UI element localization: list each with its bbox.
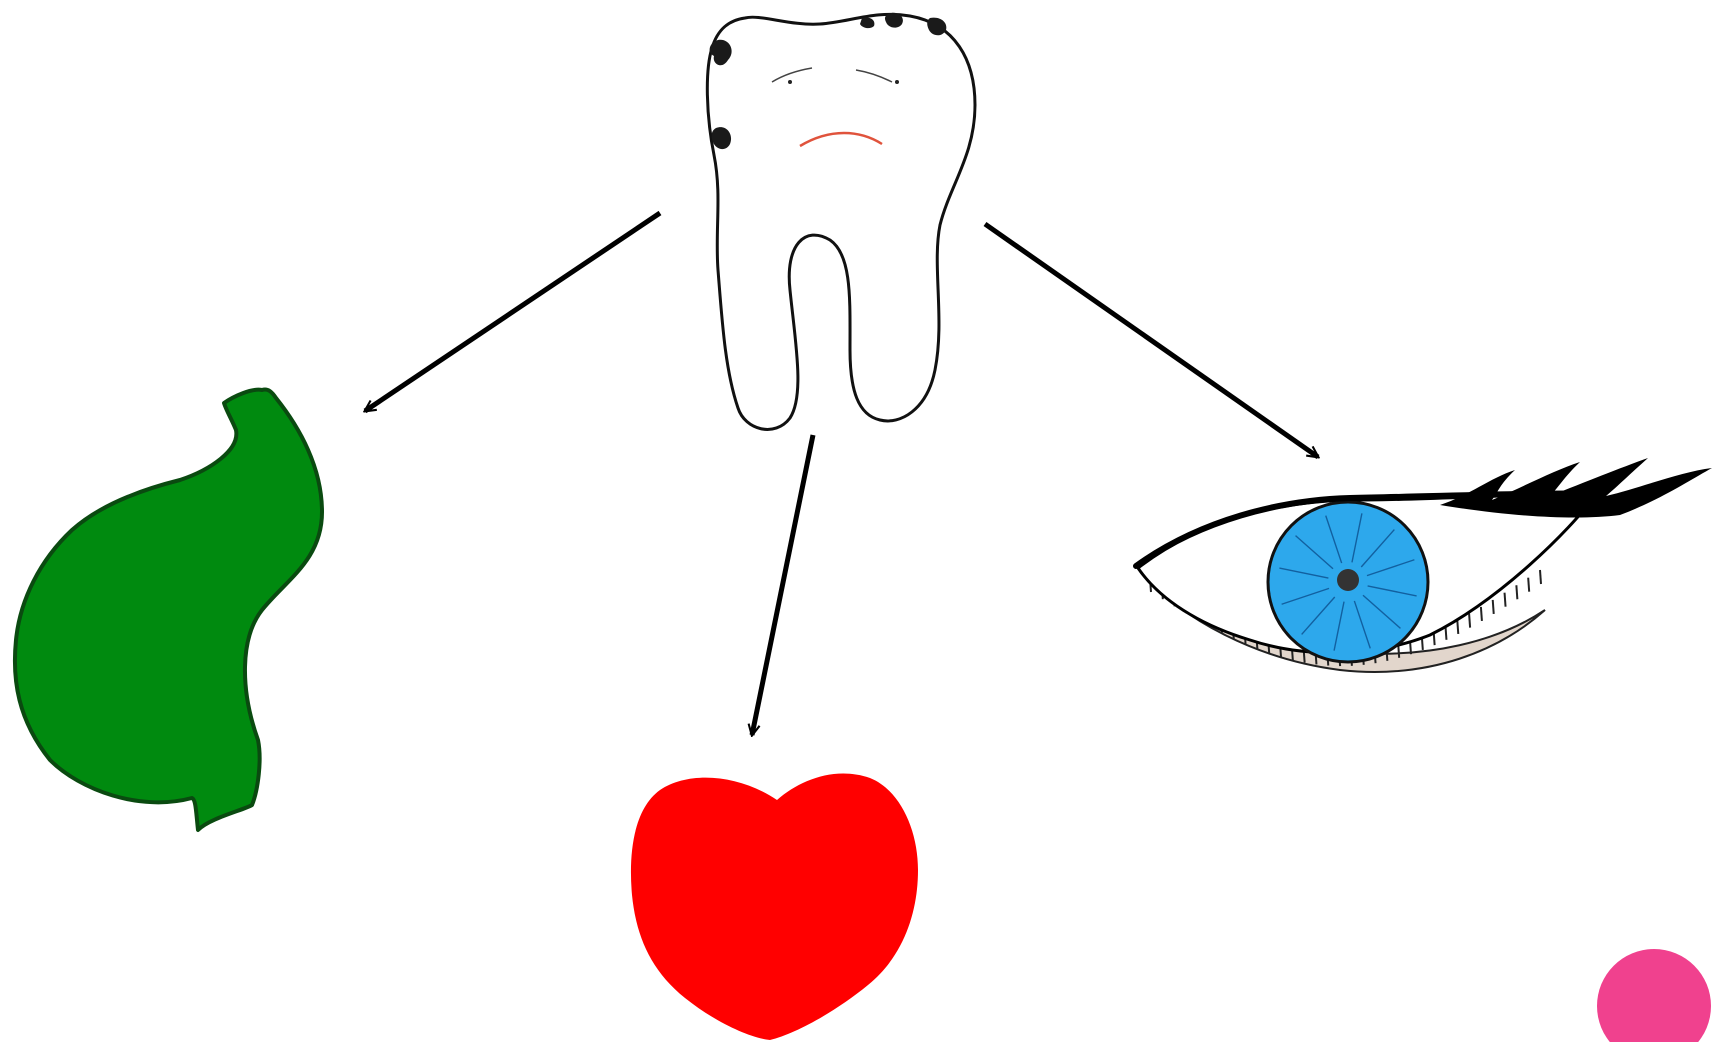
lower-lash — [1540, 570, 1541, 584]
pink-dot-icon — [1597, 949, 1711, 1042]
eye-upper-lashes — [1440, 458, 1712, 518]
lower-lash — [1528, 578, 1529, 592]
eye-pupil — [1337, 569, 1359, 591]
heart-shape — [631, 774, 918, 1040]
arrow-to-heart — [752, 435, 813, 735]
lower-lash — [1493, 600, 1494, 614]
lower-lash — [1457, 620, 1458, 634]
heart-icon — [631, 774, 918, 1040]
lower-lash — [1516, 585, 1517, 599]
tooth-left-eye — [788, 80, 792, 84]
tooth-outline — [707, 14, 975, 429]
arrow-to-stomach — [365, 213, 660, 411]
lower-lash — [1481, 607, 1482, 621]
lower-lash — [1469, 614, 1470, 628]
eye-icon — [1136, 458, 1712, 672]
decayed-tooth-icon — [707, 13, 975, 430]
stomach-icon — [15, 389, 322, 830]
stomach-shape — [15, 389, 322, 830]
arrows — [365, 213, 1318, 735]
arrow-to-eye — [985, 224, 1318, 457]
tooth-right-eye — [895, 80, 899, 84]
lower-lash — [1505, 593, 1506, 607]
